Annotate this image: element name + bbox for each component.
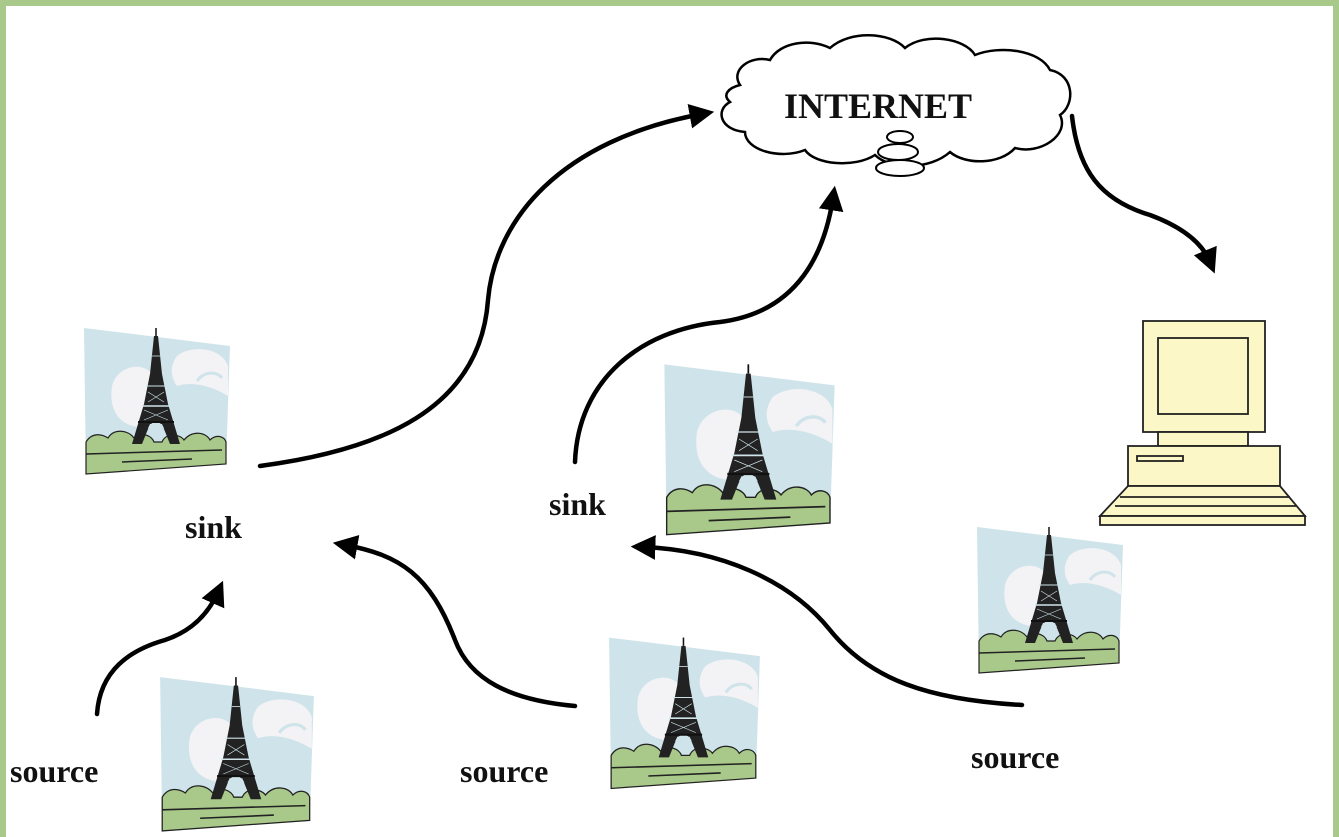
- eiffel-tower-icon: [607, 635, 762, 791]
- node-label-source-left: source: [10, 753, 99, 789]
- diagram-svg: [82, 34, 1307, 833]
- edge-internet-to-computer: [1069, 113, 1217, 274]
- edge-source-left-to-sink-left: [94, 580, 225, 717]
- eiffel-tower-icon: [82, 326, 232, 476]
- computer-icon: [1097, 320, 1307, 526]
- node-label-sink-middle: sink: [549, 486, 606, 522]
- edge-source-right-to-sink-middle: [630, 535, 1025, 708]
- eiffel-tower-icon: [662, 362, 837, 537]
- eiffel-tower-icon: [975, 525, 1125, 675]
- edge-sink-left-to-internet: [257, 104, 715, 469]
- edge-source-middle-to-sink-left: [332, 535, 578, 709]
- node-label-source-middle: source: [460, 753, 549, 789]
- diagram-canvas: INTERNET sink sink source source source: [6, 6, 1333, 837]
- cloud-label: INTERNET: [784, 86, 973, 126]
- node-label-source-right: source: [971, 739, 1060, 775]
- edge-sink-middle-to-internet: [572, 185, 844, 465]
- eiffel-tower-icon: [158, 675, 316, 833]
- cloud-icon: [720, 34, 1072, 177]
- node-label-sink-left: sink: [185, 509, 242, 545]
